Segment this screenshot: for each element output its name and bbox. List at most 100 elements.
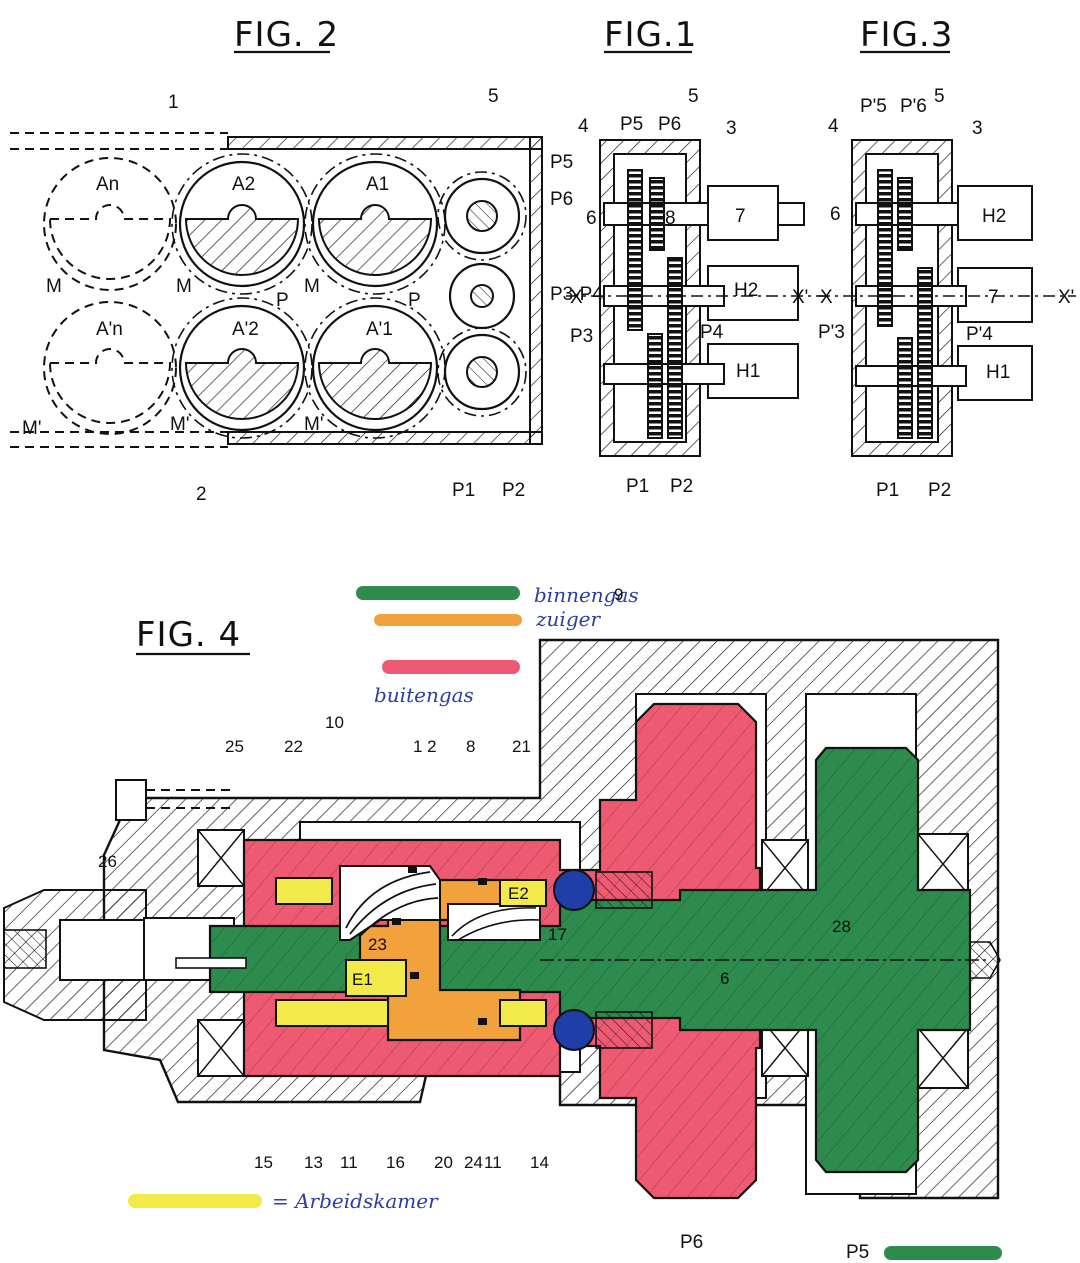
- fig3-label: P'5: [860, 96, 887, 117]
- fig2-label: P: [408, 290, 421, 311]
- fig2-label: M': [22, 418, 41, 439]
- fig1-gear-p5-p3: [627, 169, 643, 331]
- fig4-bottom-labels: 15 13 11 16 20 24 11 14: [254, 1153, 549, 1172]
- legend-green-swatch-bottom: [884, 1246, 1002, 1260]
- fig4-label: 8: [466, 737, 475, 756]
- fig4-title: FIG. 4: [136, 615, 241, 655]
- fig3-label: P2: [928, 480, 951, 501]
- fig4-label: 28: [832, 917, 851, 936]
- fig1-title: FIG.1: [604, 15, 697, 55]
- fig2-housing: [10, 132, 543, 448]
- fig1-label: 8: [665, 208, 676, 229]
- legend-yellow-text: = Arbeidskamer: [272, 1189, 439, 1213]
- fig2-rotor-top-1: [304, 153, 446, 295]
- fig4-label: E1: [352, 970, 373, 989]
- fig1-label: X: [570, 287, 583, 308]
- fig1-label: 4: [578, 116, 589, 137]
- fig2-label: P: [276, 290, 289, 311]
- legend-red-swatch: [382, 660, 520, 674]
- fig3-label: X: [820, 287, 833, 308]
- fig4-label: 14: [530, 1153, 549, 1172]
- fig2-label: An: [96, 174, 119, 195]
- legend-orange-text: zuiger: [535, 607, 601, 631]
- fig1-label: 7: [735, 206, 746, 227]
- legend-handwriting: binnengas zuiger buitengas = Arbeidskame…: [272, 583, 639, 1213]
- fig4-seal-ring-top: [595, 871, 653, 909]
- fig4-label: 10: [325, 713, 344, 732]
- fig3-motor-7: [957, 267, 1033, 323]
- fig2-rotor-top-n: [43, 157, 177, 291]
- fig2-gear-p5-p6: [437, 171, 527, 261]
- fig4-chamber-e1: [275, 999, 389, 1027]
- fig2-label: A'n: [96, 319, 123, 340]
- fig2-label: M': [170, 414, 189, 435]
- fig3-labels: 4 5 3 P'5 P'6 6 H2 X X' 7 P'3 P'4 H1 P1 …: [818, 86, 1074, 501]
- fig2-label: P6: [550, 189, 573, 210]
- fig4-rod-26: [175, 957, 247, 969]
- figure-2: FIG. 2: [10, 15, 603, 505]
- fig1-gear-p1: [647, 333, 663, 439]
- fig4-label: 9: [614, 585, 623, 604]
- fig4-label: 26: [98, 852, 117, 871]
- fig3-label: 4: [828, 116, 839, 137]
- fig1-motor-7: [707, 185, 779, 241]
- fig2-gear-p1-p2: [437, 327, 527, 417]
- fig1-label: 6: [586, 208, 597, 229]
- fig1-labels: 4 5 3 P5 P6 6 8 7 X X' H2 P3 P4 H1 P1 P2: [570, 86, 808, 497]
- fig1-label: P4: [700, 322, 724, 343]
- fig3-label: 5: [934, 86, 945, 107]
- fig2-label: M: [304, 276, 320, 297]
- fig3-label: 3: [972, 118, 983, 139]
- fig4-label: 6: [720, 969, 729, 988]
- fig1-shaft-lower: [603, 363, 725, 385]
- fig4-label: 22: [284, 737, 303, 756]
- fig4-label: 11: [484, 1153, 502, 1172]
- legend-green-swatch: [356, 586, 520, 600]
- fig1-label: H1: [736, 361, 760, 382]
- figure-3: FIG.3 4 5 3 P'5 P'6 6 H2 X X' 7 P'3 P: [818, 15, 1076, 501]
- fig3-label: H2: [982, 206, 1006, 227]
- fig4-connector-thread: [3, 929, 47, 969]
- fig4-label: 13: [304, 1153, 323, 1172]
- fig1-label: P6: [658, 114, 681, 135]
- fig4-label: 17: [548, 925, 567, 944]
- legend-green-text: binnengas: [534, 583, 639, 607]
- fig4-label: 15: [254, 1153, 273, 1172]
- fig4-helix-lines: [345, 871, 439, 937]
- fig4-label: 25: [225, 737, 244, 756]
- fig4-helix-outer: [339, 865, 441, 941]
- fig3-label: P'4: [966, 324, 993, 345]
- fig3-gear-p4-p2: [917, 267, 933, 439]
- fig1-label: P1: [626, 476, 649, 497]
- fig4-inner-labels: 26 E2 E1 23 17 28 6: [98, 852, 851, 989]
- fig3-gear-p6: [897, 177, 913, 251]
- fig4-chamber-left-top: [275, 877, 333, 905]
- fig4-chamber-right-bottom: [499, 999, 547, 1027]
- fig4-seal-ring-bottom: [595, 1011, 653, 1049]
- fig4-helix-inner-lines: [451, 907, 541, 941]
- fig4-label: 20: [434, 1153, 453, 1172]
- fig3-gear-p5-p3: [877, 169, 893, 327]
- fig4-label: 24: [464, 1153, 483, 1172]
- legend-yellow-swatch: [128, 1194, 262, 1208]
- fig1-label: 3: [726, 118, 737, 139]
- fig4-gear-labels: P6 P5: [680, 1232, 869, 1263]
- fig1-gear-p4-p2: [667, 257, 683, 439]
- fig2-label: 2: [196, 484, 207, 505]
- fig1-label: P5: [620, 114, 643, 135]
- fig2-label: P1: [452, 480, 475, 501]
- fig4-valve-26: [59, 919, 147, 981]
- fig2-labels: 1 2 5 P5 P6 P3-P4 P1 P2 An A2 A1 A'n A'2…: [22, 86, 603, 505]
- fig4-label: E2: [508, 884, 529, 903]
- fig4-label: 1 2: [413, 737, 437, 756]
- legend-orange-swatch: [374, 614, 522, 626]
- fig3-title: FIG.3: [860, 15, 953, 55]
- fig4-shaft-end: [969, 941, 1001, 979]
- fig4-bolt: [115, 779, 147, 821]
- fig3-label: P1: [876, 480, 899, 501]
- figure-4: FIG. 4 binnengas zuiger buitengas = Arbe…: [3, 583, 1002, 1263]
- fig4-label: 23: [368, 935, 387, 954]
- fig2-label: A'2: [232, 319, 259, 340]
- fig4-chamber-e2: [499, 879, 547, 907]
- fig2-label: 5: [488, 86, 499, 107]
